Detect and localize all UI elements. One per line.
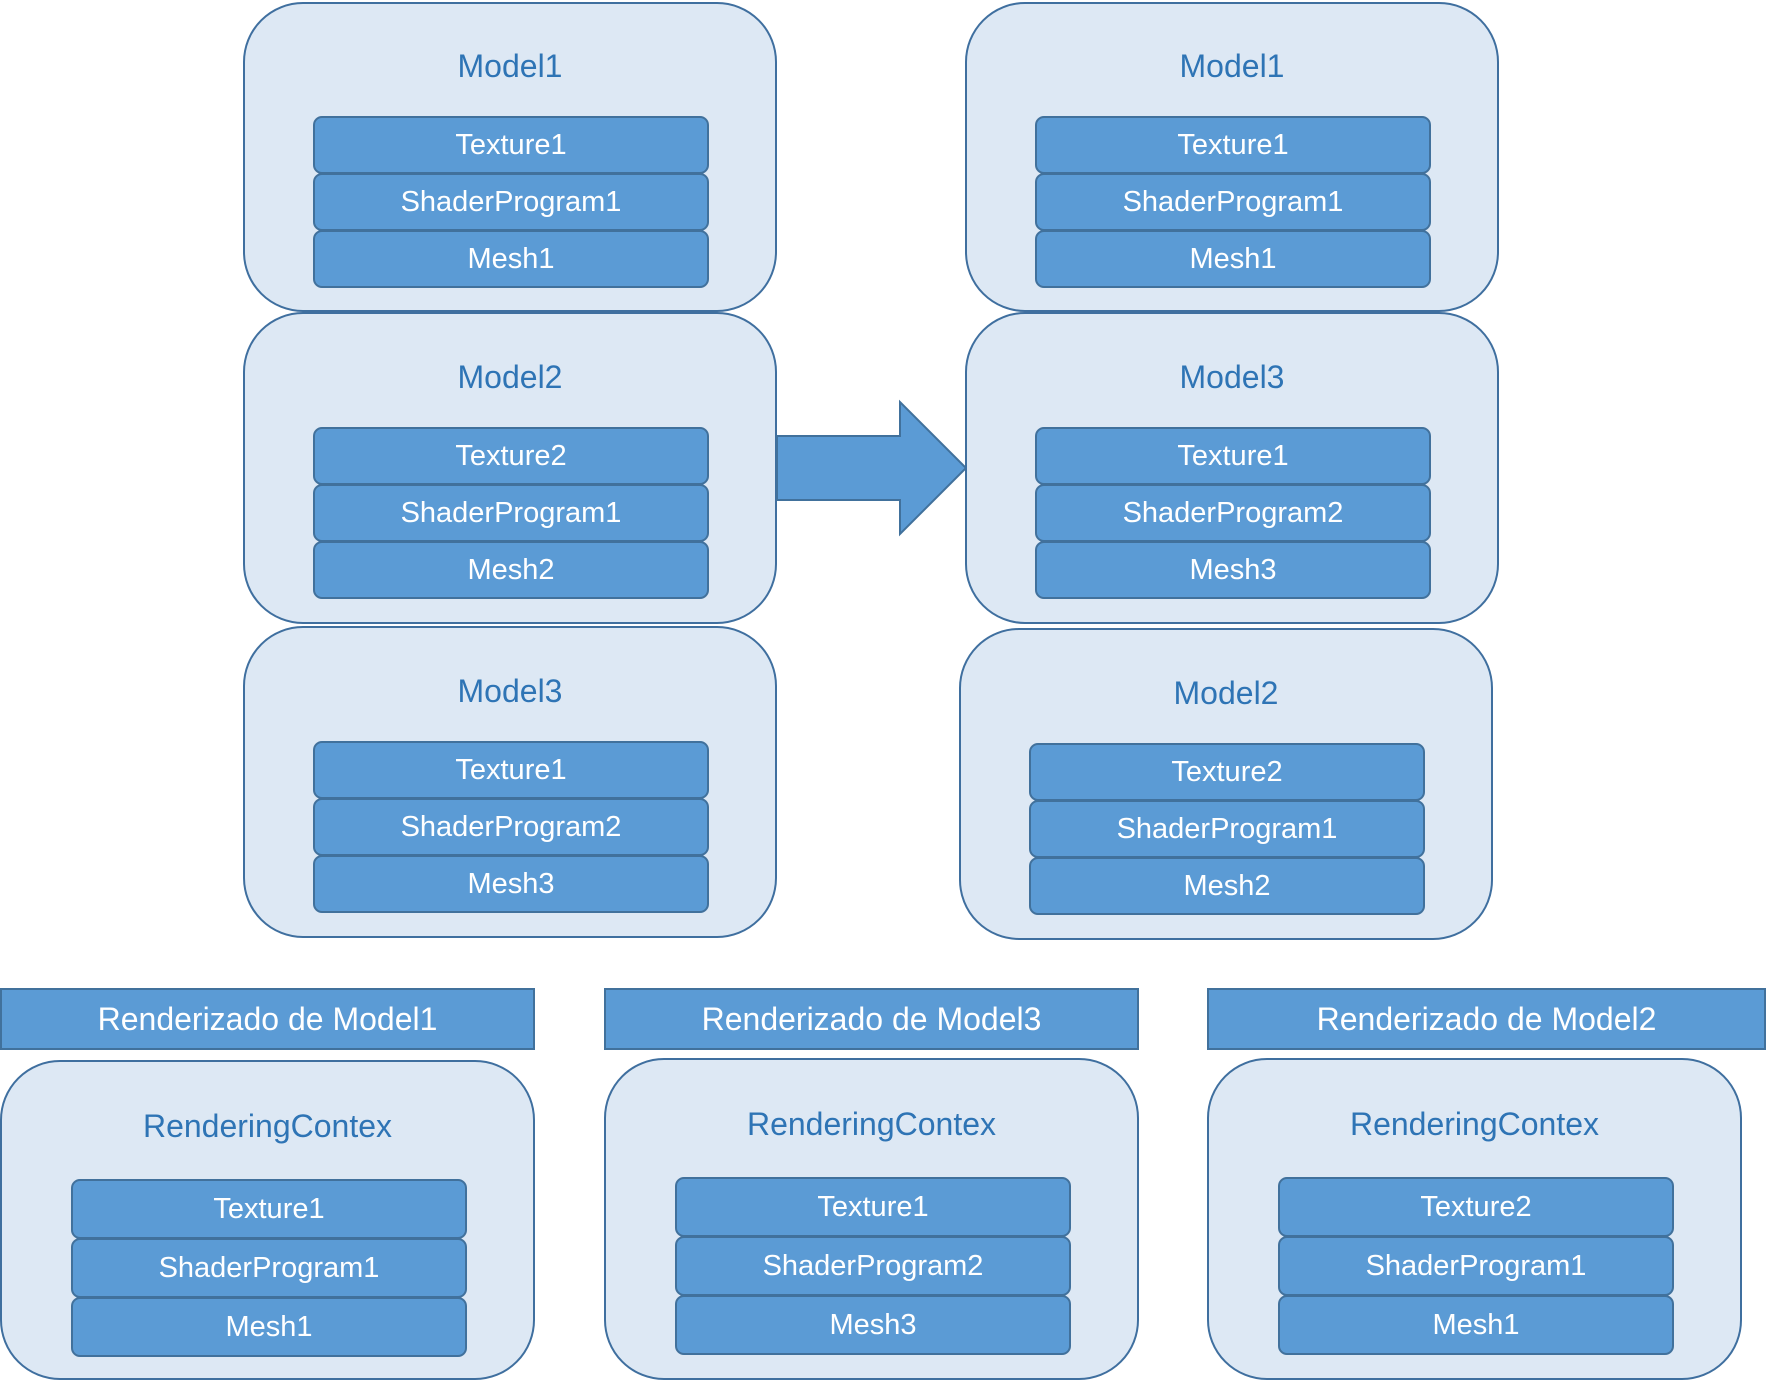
shader-program-box: ShaderProgram1: [1035, 173, 1431, 231]
source-model-card: Model3 Texture1 ShaderProgram2 Mesh3: [243, 626, 777, 938]
texture-box: Texture1: [675, 1177, 1071, 1237]
texture-box: Texture1: [71, 1179, 467, 1239]
mesh-box: Mesh1: [71, 1297, 467, 1357]
model-title: Model3: [1179, 359, 1285, 395]
sorted-model-card: Model2 Texture2 ShaderProgram1 Mesh2: [959, 628, 1493, 940]
source-model-card: Model1 Texture1 ShaderProgram1 Mesh1: [243, 2, 777, 312]
mesh-box: Mesh1: [313, 230, 709, 288]
shader-program-box: ShaderProgram2: [1035, 484, 1431, 542]
shader-program-box: ShaderProgram1: [1278, 1236, 1674, 1296]
context-title: RenderingContex: [1349, 1106, 1600, 1142]
context-title: RenderingContex: [746, 1106, 997, 1142]
mesh-box: Mesh2: [313, 541, 709, 599]
model-title: Model2: [1173, 675, 1279, 711]
shader-program-box: ShaderProgram1: [71, 1238, 467, 1298]
shader-program-box: ShaderProgram2: [313, 798, 709, 856]
texture-box: Texture2: [1278, 1177, 1674, 1237]
mesh-box: Mesh3: [1035, 541, 1431, 599]
texture-box: Texture1: [1035, 116, 1431, 174]
model-title: Model1: [1179, 48, 1285, 84]
rendering-context-card: RenderingContex Texture1 ShaderProgram2 …: [604, 1058, 1139, 1380]
shader-program-box: ShaderProgram1: [313, 173, 709, 231]
mesh-box: Mesh3: [675, 1295, 1071, 1355]
mesh-box: Mesh1: [1278, 1295, 1674, 1355]
sorted-model-card: Model3 Texture1 ShaderProgram2 Mesh3: [965, 312, 1499, 624]
sorted-model-card: Model1 Texture1 ShaderProgram1 Mesh1: [965, 2, 1499, 312]
rendering-context-card: RenderingContex Texture1 ShaderProgram1 …: [0, 1060, 535, 1380]
model-title: Model1: [457, 48, 563, 84]
render-banner: Renderizado de Model1: [0, 988, 535, 1050]
mesh-box: Mesh2: [1029, 857, 1425, 915]
context-title: RenderingContex: [142, 1108, 393, 1144]
shader-program-box: ShaderProgram1: [313, 484, 709, 542]
render-banner: Renderizado de Model2: [1207, 988, 1766, 1050]
shader-program-box: ShaderProgram1: [1029, 800, 1425, 858]
model-title: Model2: [457, 359, 563, 395]
texture-box: Texture2: [1029, 743, 1425, 801]
texture-box: Texture1: [1035, 427, 1431, 485]
rendering-context-card: RenderingContex Texture2 ShaderProgram1 …: [1207, 1058, 1742, 1380]
texture-box: Texture2: [313, 427, 709, 485]
mesh-box: Mesh1: [1035, 230, 1431, 288]
source-model-card: Model2 Texture2 ShaderProgram1 Mesh2: [243, 312, 777, 624]
model-title: Model3: [457, 673, 563, 709]
texture-box: Texture1: [313, 741, 709, 799]
mesh-box: Mesh3: [313, 855, 709, 913]
shader-program-box: ShaderProgram2: [675, 1236, 1071, 1296]
render-banner: Renderizado de Model3: [604, 988, 1139, 1050]
texture-box: Texture1: [313, 116, 709, 174]
